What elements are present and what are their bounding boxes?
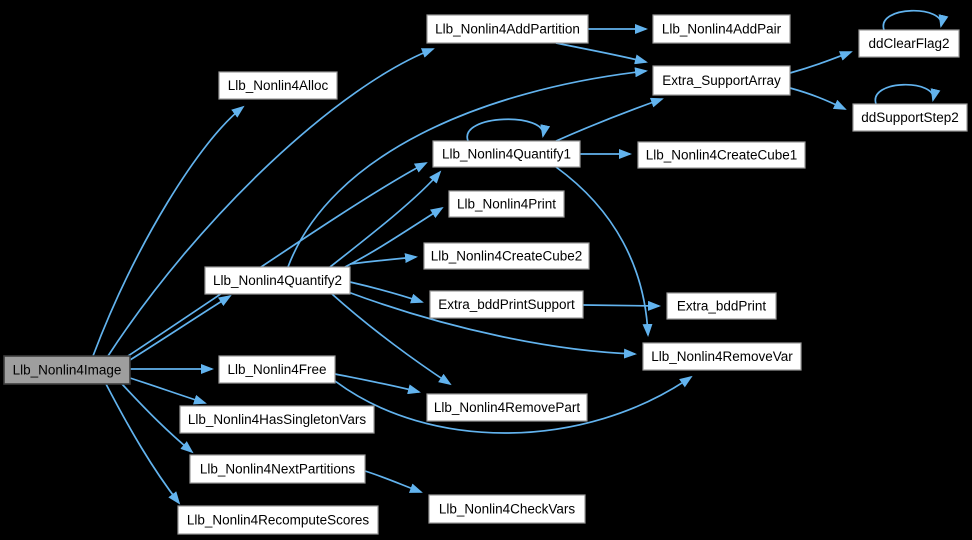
node-Llb_Nonlin4AddPartition[interactable]: Llb_Nonlin4AddPartition bbox=[426, 14, 589, 44]
node-Extra_bddPrint[interactable]: Extra_bddPrint bbox=[666, 292, 777, 320]
node-box[interactable] bbox=[428, 494, 586, 524]
node-label: Llb_Nonlin4RemoveVar bbox=[651, 349, 793, 364]
node-Llb_Nonlin4Print[interactable]: Llb_Nonlin4Print bbox=[448, 190, 565, 218]
node-Extra_SupportArray[interactable]: Extra_SupportArray bbox=[652, 65, 791, 96]
node-box[interactable] bbox=[642, 342, 802, 371]
node-box[interactable] bbox=[852, 103, 968, 132]
node-box[interactable] bbox=[218, 71, 338, 100]
node-label: Extra_SupportArray bbox=[662, 73, 781, 88]
node-Llb_Nonlin4Image[interactable]: Llb_Nonlin4Image bbox=[3, 355, 131, 385]
node-Llb_Nonlin4Alloc[interactable]: Llb_Nonlin4Alloc bbox=[218, 71, 338, 100]
node-Llb_Nonlin4CreateCube2[interactable]: Llb_Nonlin4CreateCube2 bbox=[423, 242, 590, 270]
node-box[interactable] bbox=[179, 405, 375, 434]
edge-ddsupportstep2-ddsupportstep2 bbox=[874, 83, 941, 105]
edge-free-removevar bbox=[334, 375, 693, 434]
edge-quantify2-extrasupportarray bbox=[287, 67, 648, 268]
edge-extrabddprintsupport-extrabddprint bbox=[582, 300, 661, 311]
node-Llb_Nonlin4NextPartitions[interactable]: Llb_Nonlin4NextPartitions bbox=[189, 454, 366, 484]
edge-quantify1-quantify1 bbox=[466, 118, 551, 142]
edge-quantify2-removevar bbox=[347, 291, 637, 359]
edge-addpartition-extrasupportarray bbox=[555, 42, 648, 65]
edge-quantify1-extrasupportarray bbox=[555, 97, 664, 142]
node-box[interactable] bbox=[218, 355, 336, 384]
node-box[interactable] bbox=[666, 292, 777, 320]
node-Llb_Nonlin4RecomputeScores[interactable]: Llb_Nonlin4RecomputeScores bbox=[177, 505, 379, 535]
node-box[interactable] bbox=[652, 14, 791, 44]
node-box[interactable] bbox=[426, 393, 588, 422]
node-box[interactable] bbox=[189, 454, 366, 484]
edge-image-quantify2 bbox=[129, 294, 232, 361]
node-label: Llb_Nonlin4Image bbox=[13, 363, 122, 378]
node-box[interactable] bbox=[426, 14, 589, 44]
node-label: Llb_Nonlin4RecomputeScores bbox=[187, 513, 370, 528]
node-Llb_Nonlin4CheckVars[interactable]: Llb_Nonlin4CheckVars bbox=[428, 494, 586, 524]
node-label: Llb_Nonlin4CreateCube2 bbox=[431, 249, 583, 264]
node-box[interactable] bbox=[858, 29, 960, 58]
node-label: Llb_Nonlin4AddPartition bbox=[435, 22, 580, 37]
node-label: Llb_Nonlin4CreateCube1 bbox=[646, 148, 798, 163]
edge-extrasupportarray-ddsupportstep2 bbox=[789, 87, 847, 110]
node-box[interactable] bbox=[637, 141, 806, 169]
node-label: Llb_Nonlin4CheckVars bbox=[439, 502, 576, 517]
node-label: Llb_Nonlin4AddPair bbox=[662, 22, 782, 37]
edge-quantify1-removevar bbox=[555, 166, 653, 337]
node-label: Extra_bddPrint bbox=[677, 299, 767, 314]
edge-quantify2-removepart bbox=[331, 293, 452, 386]
edge-image-addpartition bbox=[107, 48, 435, 357]
node-label: ddSupportStep2 bbox=[861, 110, 959, 125]
node-box[interactable] bbox=[652, 65, 791, 96]
node-Llb_Nonlin4CreateCube1[interactable]: Llb_Nonlin4CreateCube1 bbox=[637, 141, 806, 169]
edge-quantify2-extrabddprintsupport bbox=[349, 281, 424, 304]
node-Llb_Nonlin4AddPair[interactable]: Llb_Nonlin4AddPair bbox=[652, 14, 791, 44]
edge-image-alloc bbox=[92, 105, 245, 357]
node-Llb_Nonlin4HasSingletonVars[interactable]: Llb_Nonlin4HasSingletonVars bbox=[179, 405, 375, 434]
edge-quantify2-createcube2 bbox=[349, 253, 418, 265]
node-label: Llb_Nonlin4Print bbox=[457, 197, 556, 212]
edge-image-hassingletonvars bbox=[129, 377, 207, 405]
edge-quantify2-print bbox=[344, 206, 444, 268]
node-label: Llb_Nonlin4Free bbox=[227, 362, 326, 377]
node-box[interactable] bbox=[429, 290, 584, 319]
edge-nextpartitions-checkvars bbox=[364, 470, 423, 493]
node-ddClearFlag2[interactable]: ddClearFlag2 bbox=[858, 29, 960, 58]
edge-image-recomputescores bbox=[105, 383, 181, 505]
node-Extra_bddPrintSupport[interactable]: Extra_bddPrintSupport bbox=[429, 290, 584, 319]
node-Llb_Nonlin4RemoveVar[interactable]: Llb_Nonlin4RemoveVar bbox=[642, 342, 802, 371]
edge-image-nextpartitions bbox=[121, 383, 194, 454]
node-Llb_Nonlin4Quantify1[interactable]: Llb_Nonlin4Quantify1 bbox=[432, 140, 581, 168]
node-label: Llb_Nonlin4HasSingletonVars bbox=[188, 412, 367, 427]
node-Llb_Nonlin4Quantify2[interactable]: Llb_Nonlin4Quantify2 bbox=[204, 266, 351, 295]
node-label: ddClearFlag2 bbox=[868, 36, 949, 51]
node-box[interactable] bbox=[204, 266, 351, 295]
node-label: Llb_Nonlin4Quantify1 bbox=[442, 147, 571, 162]
node-box[interactable] bbox=[448, 190, 565, 218]
node-Llb_Nonlin4RemovePart[interactable]: Llb_Nonlin4RemovePart bbox=[426, 393, 588, 422]
node-label: Llb_Nonlin4RemovePart bbox=[434, 400, 581, 415]
node-Llb_Nonlin4Free[interactable]: Llb_Nonlin4Free bbox=[218, 355, 336, 384]
node-label: Extra_bddPrintSupport bbox=[438, 297, 575, 312]
node-box[interactable] bbox=[177, 505, 379, 535]
edge-extrasupportarray-ddclearflag2 bbox=[789, 51, 853, 74]
node-ddSupportStep2[interactable]: ddSupportStep2 bbox=[852, 103, 968, 132]
node-label: Llb_Nonlin4Quantify2 bbox=[213, 273, 342, 288]
node-box[interactable] bbox=[423, 242, 590, 270]
edge-free-removepart bbox=[334, 373, 421, 395]
edge-quantify2-quantify1 bbox=[329, 170, 442, 268]
node-box[interactable] bbox=[432, 140, 581, 168]
edge-ddclearflag2-ddclearflag2 bbox=[882, 9, 949, 31]
node-box-highlighted[interactable] bbox=[3, 355, 131, 385]
node-label: Llb_Nonlin4Alloc bbox=[228, 78, 329, 93]
node-label: Llb_Nonlin4NextPartitions bbox=[200, 462, 356, 477]
